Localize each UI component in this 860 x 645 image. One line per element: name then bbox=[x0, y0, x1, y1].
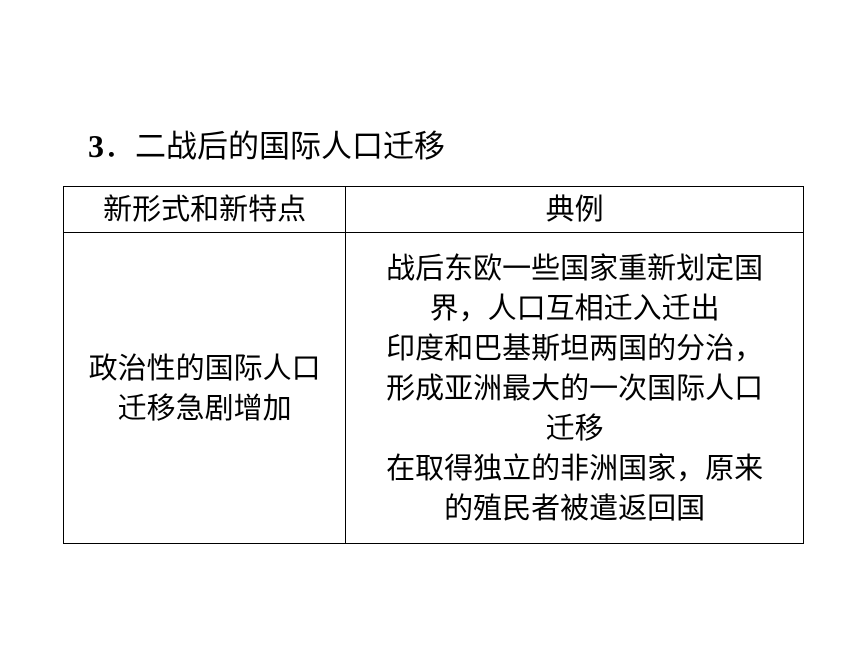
section-title: 二战后的国际人口迁移 bbox=[135, 129, 445, 165]
example-line: 战后东欧一些国家重新划定国 bbox=[386, 251, 764, 285]
table-header-row: 新形式和新特点 典例 bbox=[62, 186, 804, 233]
example-line: 界，人口互相迁入迁出 bbox=[429, 291, 720, 325]
migration-table: 新形式和新特点 典例 政治性的国际人口 迁移急剧增加 战后东欧一些国家重新划定国… bbox=[62, 186, 804, 544]
example-line: 在取得独立的非洲国家，原来 bbox=[386, 451, 764, 485]
forms-line: 迁移急剧增加 bbox=[117, 391, 292, 425]
example-line: 印度和巴基斯坦两国的分治， bbox=[386, 331, 764, 365]
section-heading: 3．二战后的国际人口迁移 bbox=[88, 124, 445, 168]
header-examples: 典例 bbox=[345, 186, 804, 233]
section-number: 3 bbox=[88, 128, 104, 164]
cell-forms: 政治性的国际人口 迁移急剧增加 bbox=[62, 232, 347, 544]
table-row: 政治性的国际人口 迁移急剧增加 战后东欧一些国家重新划定国 界，人口互相迁入迁出… bbox=[62, 232, 804, 544]
section-separator: ． bbox=[104, 129, 135, 165]
example-line: 的殖民者被遣返回国 bbox=[444, 491, 706, 525]
example-line: 形成亚洲最大的一次国际人口 bbox=[386, 371, 764, 405]
forms-line: 政治性的国际人口 bbox=[88, 351, 321, 385]
cell-examples: 战后东欧一些国家重新划定国 界，人口互相迁入迁出 印度和巴基斯坦两国的分治， 形… bbox=[345, 232, 804, 544]
example-line: 迁移 bbox=[545, 411, 604, 445]
header-new-forms: 新形式和新特点 bbox=[62, 186, 347, 233]
